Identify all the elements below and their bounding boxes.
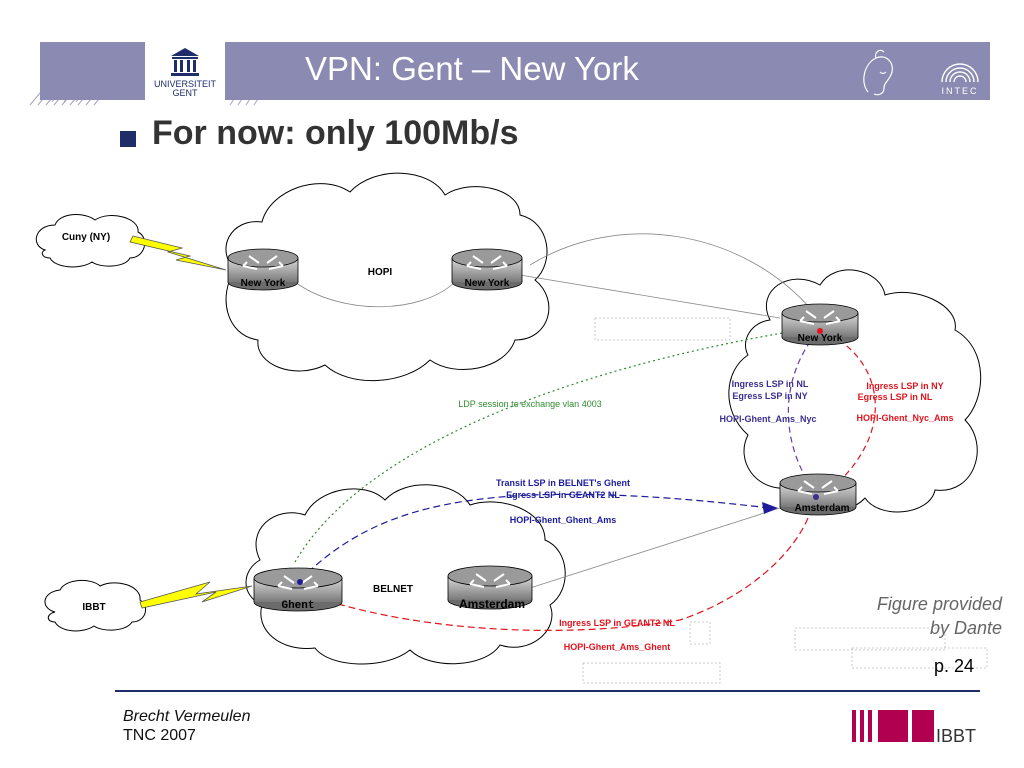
lsp-nyc-ams-label: HOPI-Ghent_Nyc_Ams [856,413,953,423]
hopi-cloud-label: HOPI [368,267,393,278]
ibbt-logo: IBBT [852,710,976,746]
intec-arches-icon [941,63,979,83]
link-hopi-ny2-geant-ny [519,274,781,319]
figure-credit-line2: by Dante [929,618,1002,638]
ldp-session-label: LDP session to exchange vlan 4003 [458,399,601,409]
router-belnet-ghent [253,567,343,612]
hopi-cloud [225,172,550,381]
empty-textbox-placeholder [794,627,946,651]
empty-textbox-placeholder [594,317,731,341]
lsp-nyc-ams-link [829,334,876,491]
router-hopi-new-york-2 [451,248,523,291]
lsp-ams-nyc-label: HOPI-Ghent_Ams_Nyc [719,414,816,424]
router-label: New York [798,333,843,344]
lightning-bolt-icon [129,235,227,271]
router-label: Amsterdam [459,597,525,611]
router-geant-new-york [781,303,859,346]
page-number: p. 24 [933,656,974,676]
empty-textbox-placeholder [689,621,711,645]
router-hopi-new-york-1 [227,248,299,291]
athena-head-icon [863,49,893,96]
universiteit-gent-logo: UNIVERSITEIT GENT [145,42,225,100]
figure-credit: Figure provided by Dante [838,592,1002,640]
cuny-cloud [35,214,146,268]
slide-headline: For now: only 100Mb/s [152,114,519,152]
ingress-geant2-label: Ingress LSP in GEANT2 NL [559,618,675,628]
belnet-cloud-label: BELNET [373,584,413,595]
empty-textbox-placeholder [851,647,988,669]
router-label: New York [241,278,286,289]
lsp-ams-ghent-link [324,517,809,632]
lsp-ams-nyc-link [787,334,816,489]
lightning-bolt-icon [139,581,253,609]
university-name-line2: GENT [172,88,198,98]
link-hopi-ny1-ny2 [294,281,456,308]
empty-textbox-placeholder [582,662,721,684]
router-label: Ghent [281,600,314,612]
router-label: Amsterdam [794,503,849,514]
ingress-ny-label: Ingress LSP in NY [866,381,943,391]
ibbt-cloud [44,580,147,632]
slide-header: UNIVERSITEIT GENT VPN: Gent – New York I… [0,0,1024,110]
cuny-cloud-label: Cuny (NY) [62,232,110,243]
network-diagram: Cuny (NY) IBBT HOPI BELNET New York [35,172,988,684]
ldp-session-link [294,329,801,563]
router-label: New York [465,278,510,289]
lsp-ghent-ams-label: HOPI-Ghent_Ghent_Ams [510,515,617,525]
bullet-square [120,131,136,147]
figure-credit-line1: Figure provided [876,594,1002,614]
university-name-line1: UNIVERSITEIT [154,79,217,89]
lsp-ghent-ams-link [299,493,771,581]
egress-geant2-label: Egress LSP in GEANT2 NL [506,490,620,500]
transit-belnet-label: Transit LSP in BELNET's Ghent [496,478,630,488]
egress-nl-label: Egress LSP in NL [858,392,933,402]
lsp-ghent-ams-arrowhead [762,502,778,514]
footer-event: TNC 2007 [123,727,196,744]
ibbt-cloud-label: IBBT [82,602,105,613]
footer-author: Brecht Vermeulen [123,708,251,725]
egress-ny-label: Egress LSP in NY [732,391,807,401]
ibbt-logo-text: IBBT [936,726,976,746]
ingress-nl-label: Ingress LSP in NL [732,379,809,389]
slide-title: VPN: Gent – New York [305,50,639,87]
belnet-cloud [245,484,566,665]
link-belnet-ams-geant-ams [529,507,781,589]
intec-logo-group: INTEC [863,49,979,96]
router-belnet-amsterdam [447,565,533,610]
link-hopi-ny2-geant-ny-arc [529,233,811,309]
router-geant-amsterdam [779,473,857,516]
footer-divider [115,690,980,692]
intec-logo-text: INTEC [942,86,979,96]
lsp-ams-ghent-label: HOPI-Ghent_Ams_Ghent [564,642,671,652]
